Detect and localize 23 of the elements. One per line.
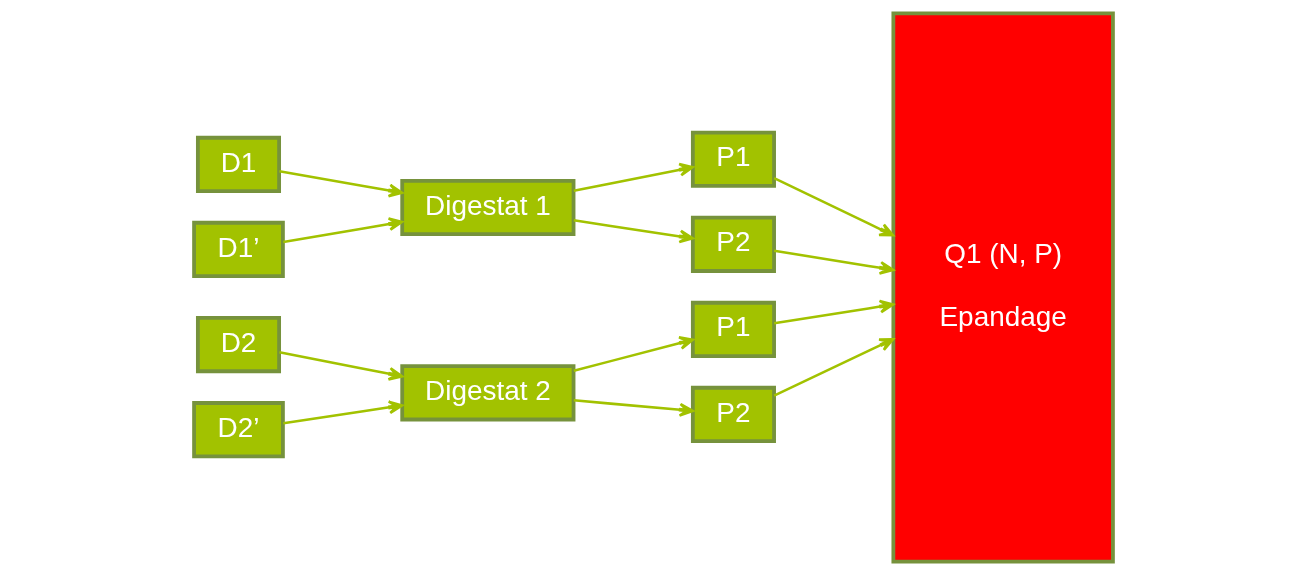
arrow — [773, 177, 894, 237]
arrow — [573, 162, 694, 192]
arrow — [278, 351, 403, 381]
arrow — [282, 217, 403, 244]
arrow — [278, 170, 403, 198]
node-box: D2’ — [191, 401, 285, 459]
node-box: D1’ — [191, 220, 285, 278]
arrow — [282, 400, 403, 425]
node-box: P2 — [690, 385, 776, 443]
arrow — [573, 219, 694, 244]
node-box: Q1 (N, P) Epandage — [890, 11, 1115, 564]
arrow — [573, 399, 694, 417]
node-box: P1 — [690, 130, 776, 188]
node-box: Digestat 1 — [399, 179, 575, 237]
node-box: P1 — [690, 300, 776, 358]
node-box: Digestat 2 — [399, 364, 575, 422]
arrow — [773, 249, 894, 275]
arrow — [773, 337, 894, 397]
node-box: P2 — [690, 215, 776, 273]
arrow — [573, 336, 694, 372]
arrow — [773, 299, 894, 325]
node-box: D1 — [195, 135, 281, 193]
node-box: D2 — [195, 316, 281, 374]
